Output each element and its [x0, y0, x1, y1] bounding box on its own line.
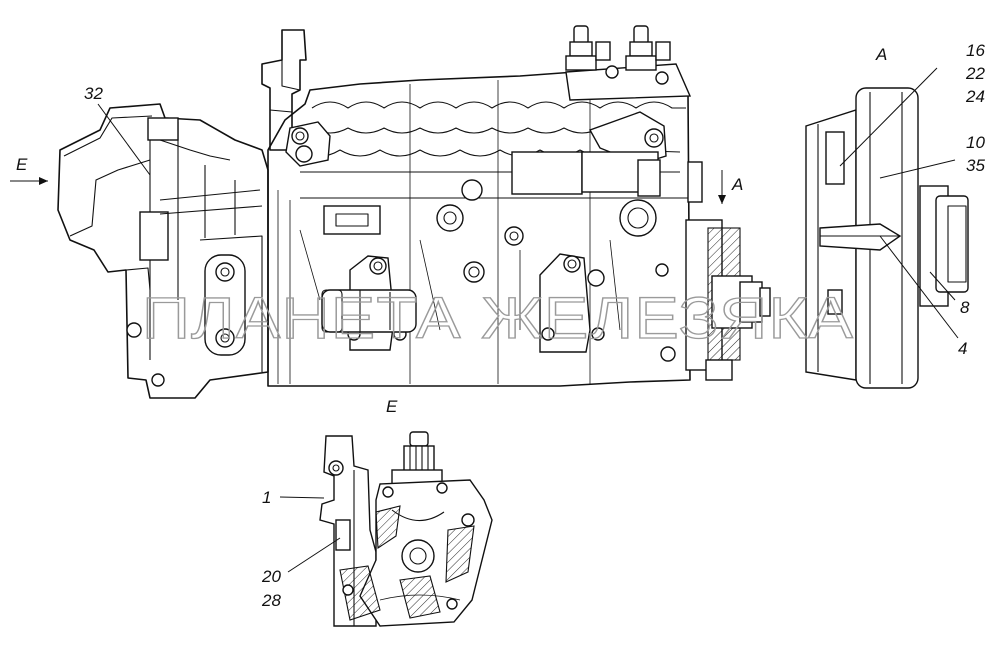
callout-1: 1 — [262, 488, 271, 507]
callout-32: 32 — [84, 84, 103, 103]
callout-28: 28 — [261, 591, 281, 610]
callout-24: 24 — [965, 87, 985, 106]
drive-housing — [57, 103, 269, 399]
fuel-pump-assembly: A E 32 — [10, 25, 771, 399]
view-arrow-e: E — [10, 155, 48, 185]
detail-view-a: A 16 22 24 10 35 8 4 — [805, 41, 985, 389]
top-fittings — [565, 25, 692, 101]
detail-view-e: E 1 20 28 — [261, 397, 493, 627]
callout-10: 10 — [966, 133, 985, 152]
callout-4: 4 — [958, 339, 967, 358]
pump-body — [267, 71, 691, 387]
leader-1 — [279, 496, 325, 499]
detail-e-title: E — [386, 397, 398, 416]
right-hub — [685, 161, 771, 381]
leader-10 — [879, 159, 956, 179]
callout-35: 35 — [966, 156, 985, 175]
callout-20: 20 — [261, 567, 281, 586]
leader-8 — [929, 271, 956, 301]
section-arrow-a: A — [718, 170, 743, 204]
callout-22: 22 — [965, 64, 985, 83]
callout-16: 16 — [966, 41, 985, 60]
leader-32 — [97, 103, 151, 176]
leader-16 — [839, 67, 938, 167]
watermark-text: ПЛАНЕТА ЖЕЛЕЗЯКА — [142, 286, 854, 351]
section-arrow-a-label: A — [731, 175, 743, 194]
detail-a-title: A — [875, 45, 887, 64]
callout-8: 8 — [960, 298, 970, 317]
view-arrow-e-label: E — [16, 155, 28, 174]
leader-20 — [287, 537, 341, 573]
leader-4 — [879, 235, 959, 339]
